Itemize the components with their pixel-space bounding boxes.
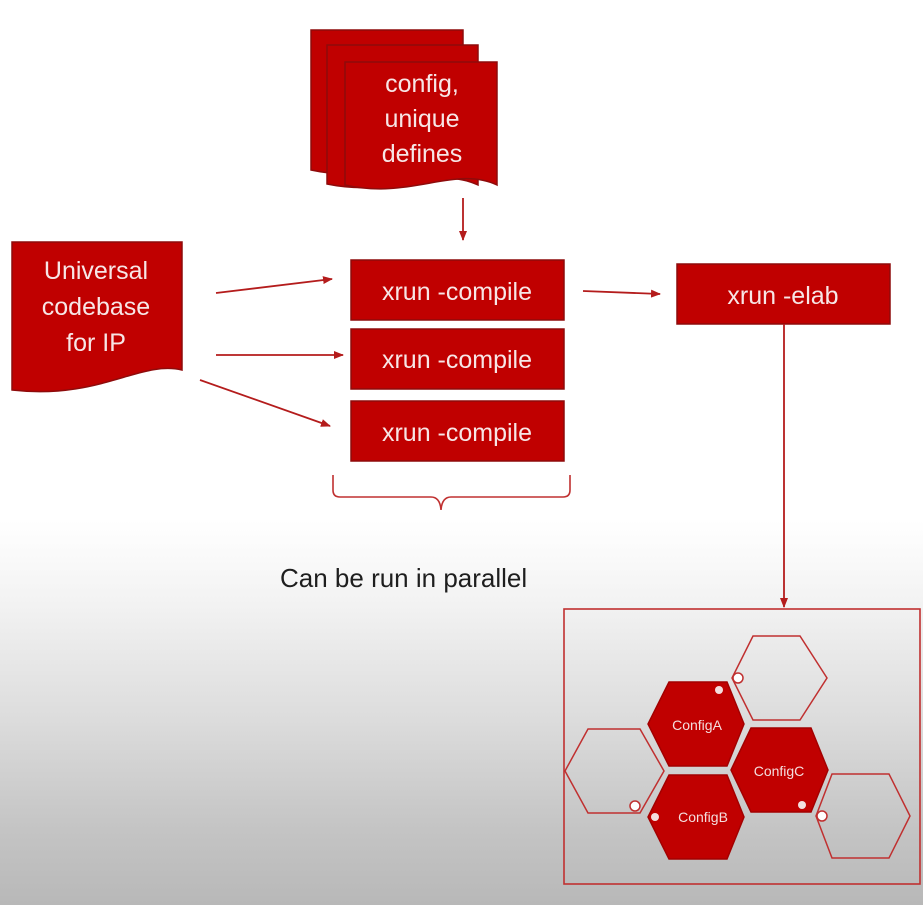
empty-hex-bottom-right	[815, 773, 911, 859]
empty-hex-left	[564, 728, 665, 814]
config-line-1: config,	[385, 70, 459, 98]
hex-connector-dot	[629, 800, 641, 812]
compile-step-2: xrun -compile	[350, 328, 565, 390]
compile-step-label: xrun -compile	[382, 419, 532, 447]
config-line-2: unique	[384, 105, 459, 133]
codebase-line-2: codebase	[42, 293, 150, 321]
hex-connector-dot	[816, 810, 828, 822]
empty-hex-top-right	[731, 635, 828, 721]
codebase-document-shape	[11, 241, 183, 393]
config-hex-b: ConfigB	[647, 774, 745, 860]
config-hex-c: ConfigC	[730, 727, 829, 813]
elab-step: xrun -elab	[676, 263, 891, 325]
parallel-caption: Can be run in parallel	[280, 563, 527, 593]
arrow-codebase-to-compile-3	[199, 379, 331, 427]
elab-step-label: xrun -elab	[727, 282, 838, 310]
config-document-stack: config, unique defines	[310, 29, 498, 190]
compile-step-label: xrun -compile	[382, 346, 532, 374]
config-document-front	[344, 61, 498, 190]
parallel-brace	[332, 475, 571, 511]
snapshot-frame	[563, 608, 921, 885]
codebase-line-3: for IP	[66, 329, 126, 357]
config-line-3: defines	[382, 140, 463, 168]
codebase-line-1: Universal	[44, 257, 148, 285]
config-hex-label: ConfigC	[754, 763, 805, 779]
arrow-codebase-to-compile-1	[215, 276, 333, 294]
config-hex-label: ConfigA	[672, 717, 722, 733]
compile-step-1: xrun -compile	[350, 259, 565, 321]
compile-step-label: xrun -compile	[382, 278, 532, 306]
config-hex-a: ConfigA	[647, 681, 745, 767]
snapshot-panel: ConfigA ConfigB ConfigC	[563, 608, 921, 885]
hex-connector-dot	[732, 672, 744, 684]
arrow-compile-to-elab	[582, 289, 661, 298]
codebase-document: Universal codebase for IP	[11, 241, 183, 393]
config-hex-label: ConfigB	[678, 809, 728, 825]
compile-step-3: xrun -compile	[350, 400, 565, 462]
